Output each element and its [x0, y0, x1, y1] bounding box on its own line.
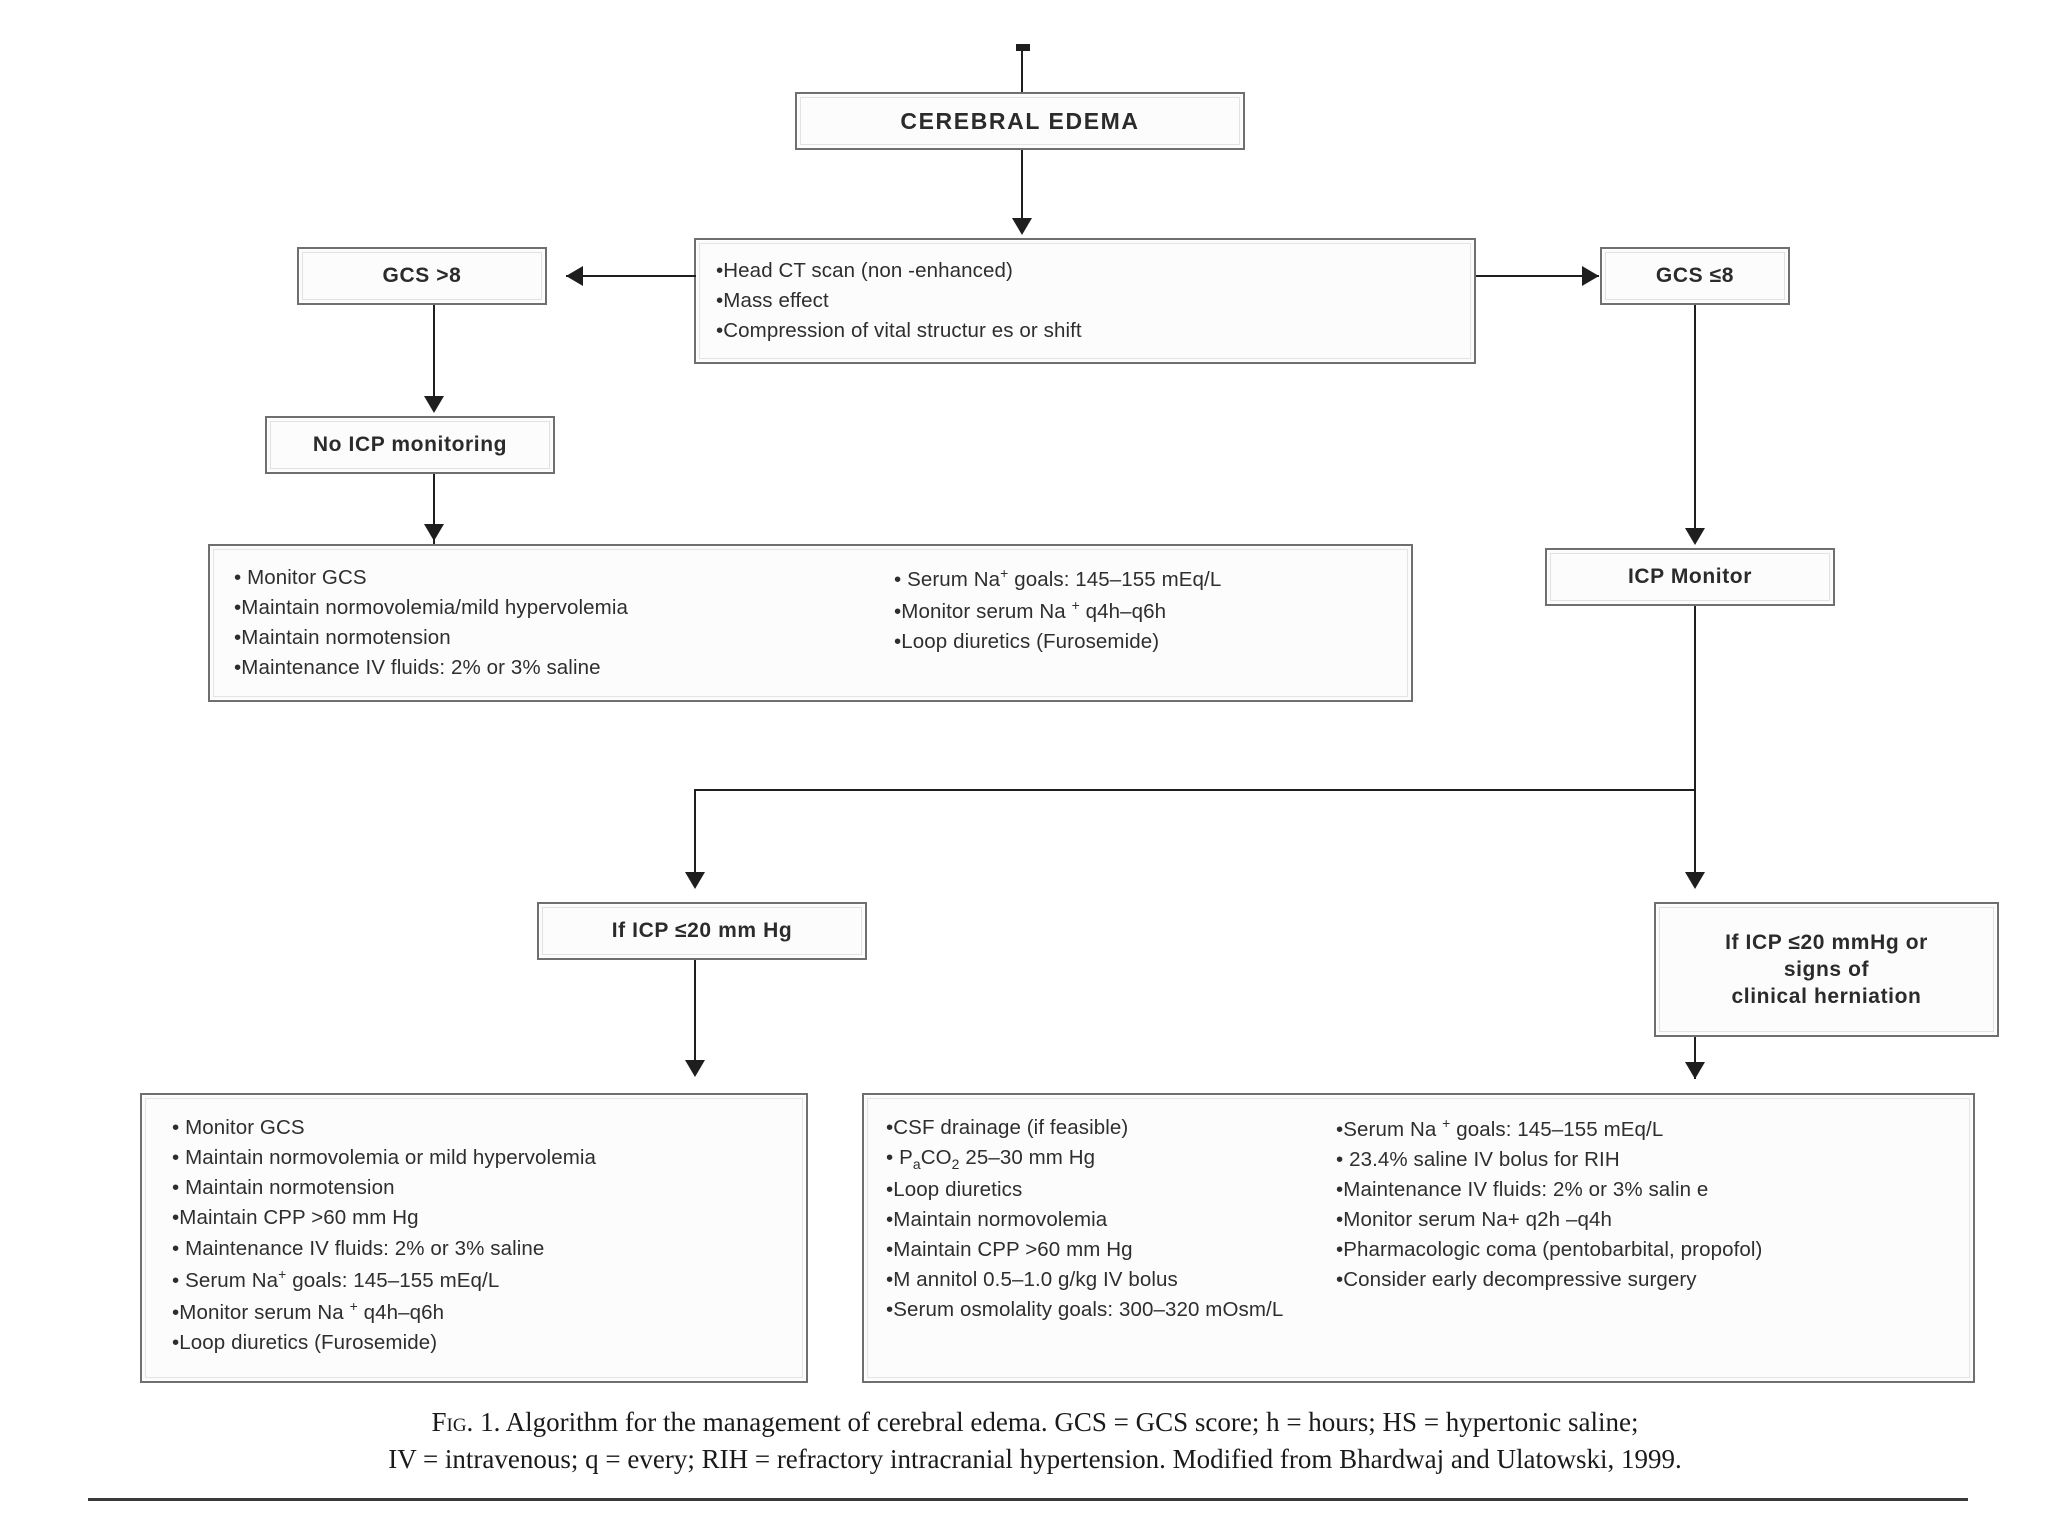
edge-ct-to-gcs-le8 — [1476, 275, 1599, 277]
edge-gcs-gt8-to-noicp — [433, 305, 435, 400]
herniation-line-3: clinical herniation — [1731, 985, 1922, 1009]
edge-ct-to-gcs-gt8 — [566, 275, 696, 277]
edge-noicp-to-management-arrow — [424, 524, 444, 541]
edge-ificp-to-mgmt-arrow — [685, 1060, 705, 1077]
list-item: •Compression of vital structur es or shi… — [716, 319, 1082, 343]
node-if-icp-le20-inner: If ICP ≤20 mm Hg — [542, 907, 862, 955]
edge-noicp-to-management — [433, 474, 435, 544]
list-item: • Maintain normotension — [172, 1176, 395, 1200]
node-if-icp-le20[interactable]: If ICP ≤20 mm Hg — [537, 902, 867, 960]
list-item: • Maintenance IV fluids: 2% or 3% saline — [172, 1236, 545, 1260]
footer-rule — [88, 1498, 1968, 1501]
edge-ct-to-gcs-gt8-arrow — [566, 266, 583, 286]
edge-herniation-to-mgmt — [1694, 1037, 1696, 1079]
list-item: • Monitor GCS — [172, 1116, 305, 1139]
list-item: • 23.4% saline IV bolus for RIH — [1336, 1147, 1620, 1171]
list-item: •Maintain CPP >60 mm Hg — [172, 1206, 419, 1230]
list-item: •Maintain normovolemia/mild hypervolemia — [234, 596, 629, 620]
node-management-icp-le20[interactable]: • Monitor GCS • Maintain normovolemia or… — [140, 1093, 808, 1383]
herniation-line-2: signs of — [1783, 957, 1870, 981]
node-gcs-greater-than-8-label: GCS >8 — [382, 264, 462, 287]
node-gcs-greater-than-8-inner: GCS >8 — [302, 252, 542, 300]
list-item: •Head CT scan (non -enhanced) — [716, 259, 1013, 282]
list-item: •Serum Na + goals: 145–155 mEq/L — [1336, 1115, 1664, 1141]
list-item: •Loop diuretics — [886, 1177, 1023, 1201]
management-herniation-left-list: •CSF drainage (if feasible) • PaCO2 25–3… — [886, 1113, 1336, 1377]
icp-bus-vertical — [1694, 606, 1696, 791]
node-cerebral-edema-label: CEREBRAL EDEMA — [900, 107, 1140, 134]
edge-edema-to-ct — [1021, 150, 1023, 222]
list-item: • Monitor GCS — [234, 566, 367, 589]
icp-bus-right-arrow — [1685, 872, 1705, 889]
list-item: •CSF drainage (if feasible) — [886, 1116, 1129, 1139]
management-no-icp-right-list: • Serum Na+ goals: 145–155 mEq/L •Monito… — [894, 563, 1221, 696]
list-item: •Pharmacologic coma (pentobarbital, prop… — [1336, 1238, 1763, 1262]
node-head-ct[interactable]: •Head CT scan (non -enhanced) •Mass effe… — [694, 238, 1476, 364]
edge-gcs-le8-to-icp-monitor — [1694, 305, 1696, 540]
figure-caption: Fig. 1. Algorithm for the management of … — [140, 1404, 1930, 1479]
management-no-icp-left-list: • Monitor GCS •Maintain normovolemia/mil… — [234, 563, 894, 696]
node-gcs-less-equal-8[interactable]: GCS ≤8 — [1600, 247, 1790, 305]
top-entry-stub — [1016, 44, 1030, 51]
edge-ct-to-gcs-le8-arrow — [1582, 266, 1599, 286]
list-item: • Maintain normovolemia or mild hypervol… — [172, 1146, 597, 1170]
list-item: •Loop diuretics (Furosemide) — [894, 629, 1160, 653]
node-if-icp-le20-herniation[interactable]: If ICP ≤20 mmHg or signs of clinical her… — [1654, 902, 1999, 1037]
node-if-icp-le20-herniation-inner: If ICP ≤20 mmHg or signs of clinical her… — [1659, 907, 1994, 1032]
management-icp-le20-list: • Monitor GCS • Maintain normovolemia or… — [172, 1113, 596, 1377]
icp-bus-left-arrow — [685, 872, 705, 889]
edge-gcs-le8-to-icp-monitor-arrow — [1685, 528, 1705, 545]
node-no-icp-monitoring-label: No ICP monitoring — [312, 433, 508, 456]
node-icp-monitor-label: ICP Monitor — [1627, 565, 1753, 588]
node-management-herniation-inner: •CSF drainage (if feasible) • PaCO2 25–3… — [867, 1098, 1970, 1378]
edge-edema-to-ct-arrow — [1012, 218, 1032, 235]
list-item: •Maintain normotension — [234, 626, 451, 650]
list-item: • Serum Na+ goals: 145–155 mEq/L — [894, 565, 1222, 591]
node-management-no-icp[interactable]: • Monitor GCS •Maintain normovolemia/mil… — [208, 544, 1413, 702]
herniation-line-1: If ICP ≤20 mmHg or — [1725, 930, 1928, 954]
node-no-icp-monitoring[interactable]: No ICP monitoring — [265, 416, 555, 474]
list-item: • PaCO2 25–30 mm Hg — [886, 1146, 1096, 1173]
icp-bus-left-drop — [694, 789, 696, 883]
node-icp-monitor-inner: ICP Monitor — [1550, 553, 1830, 601]
list-item: •Maintain normovolemia — [886, 1207, 1108, 1231]
node-gcs-less-equal-8-inner: GCS ≤8 — [1605, 252, 1785, 300]
list-item: •Consider early decompressive surgery — [1336, 1268, 1697, 1292]
management-herniation-right-list: •Serum Na + goals: 145–155 mEq/L • 23.4%… — [1336, 1113, 1762, 1377]
list-item: •Mass effect — [716, 289, 829, 313]
node-icp-monitor[interactable]: ICP Monitor — [1545, 548, 1835, 606]
node-management-icp-le20-inner: • Monitor GCS • Maintain normovolemia or… — [145, 1098, 803, 1378]
top-entry-line — [1021, 44, 1023, 92]
icp-bus-right-drop — [1694, 789, 1696, 883]
list-item: •Monitor serum Na + q4h–q6h — [894, 596, 1167, 623]
caption-line-1: Fig. 1. Algorithm for the management of … — [431, 1407, 1639, 1437]
node-no-icp-monitoring-inner: No ICP monitoring — [270, 421, 550, 469]
list-item: •Serum osmolality goals: 300–320 mOsm/L — [886, 1298, 1284, 1322]
caption-line-2: IV = intravenous; q = every; RIH = refra… — [388, 1444, 1682, 1475]
node-if-icp-le20-label: If ICP ≤20 mm Hg — [611, 919, 793, 942]
node-gcs-less-equal-8-label: GCS ≤8 — [1655, 264, 1735, 287]
list-item: •Maintenance IV fluids: 2% or 3% saline — [234, 656, 601, 680]
icp-bus-horizontal — [694, 789, 1696, 791]
node-gcs-greater-than-8[interactable]: GCS >8 — [297, 247, 547, 305]
list-item: •Monitor serum Na + q4h–q6h — [172, 1297, 445, 1324]
edge-gcs-gt8-to-noicp-arrow — [424, 396, 444, 413]
list-item: •Maintenance IV fluids: 2% or 3% salin e — [1336, 1178, 1709, 1202]
node-cerebral-edema[interactable]: CEREBRAL EDEMA — [795, 92, 1245, 150]
node-management-no-icp-inner: • Monitor GCS •Maintain normovolemia/mil… — [213, 549, 1408, 697]
edge-herniation-to-mgmt-arrow — [1685, 1062, 1705, 1079]
list-item: •Loop diuretics (Furosemide) — [172, 1330, 438, 1354]
node-management-herniation[interactable]: •CSF drainage (if feasible) • PaCO2 25–3… — [862, 1093, 1975, 1383]
list-item: •Monitor serum Na+ q2h –q4h — [1336, 1208, 1612, 1232]
list-item: •M annitol 0.5–1.0 g/kg IV bolus — [886, 1268, 1178, 1292]
node-if-icp-le20-herniation-label: If ICP ≤20 mmHg or signs of clinical her… — [1660, 908, 1993, 1031]
head-ct-bullet-list: •Head CT scan (non -enhanced) •Mass effe… — [716, 256, 1082, 358]
node-cerebral-edema-inner: CEREBRAL EDEMA — [800, 97, 1240, 145]
node-head-ct-inner: •Head CT scan (non -enhanced) •Mass effe… — [699, 243, 1471, 359]
edge-ificp-to-mgmt — [694, 960, 696, 1075]
list-item: •Maintain CPP >60 mm Hg — [886, 1237, 1133, 1261]
list-item: • Serum Na+ goals: 145–155 mEq/L — [172, 1265, 500, 1292]
